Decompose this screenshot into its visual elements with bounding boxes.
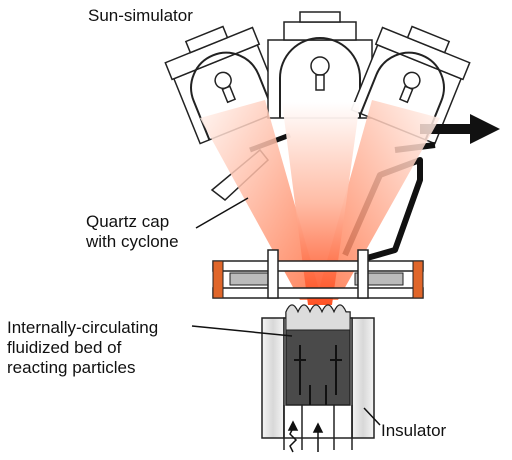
exhaust-arrow-icon xyxy=(420,114,500,144)
lamp-icon xyxy=(310,56,330,76)
leader-insulator xyxy=(363,407,381,426)
upper-flange xyxy=(212,249,424,299)
label-quartz-cap: Quartz cap with cyclone xyxy=(86,212,179,252)
gas-inlet xyxy=(283,405,353,450)
label-quartz-cap-line1: Quartz cap xyxy=(86,212,170,231)
gas-inlet-arrow-icon xyxy=(287,420,324,453)
beam-center xyxy=(282,102,360,305)
beam-left xyxy=(200,100,322,300)
leader-quartz xyxy=(195,197,249,229)
draft-tube xyxy=(294,345,342,405)
label-bed-line2: fluidized bed of xyxy=(7,338,122,357)
insulator-right xyxy=(351,317,375,439)
label-bed-line1: Internally-circulating xyxy=(7,318,159,337)
leader-bed xyxy=(191,325,293,337)
beam-right xyxy=(316,100,440,300)
label-quartz-cap-line2: with cyclone xyxy=(86,232,179,251)
label-bed-line3: reacting particles xyxy=(7,358,136,377)
label-fluidized-bed: Internally-circulating fluidized bed of … xyxy=(7,318,158,378)
label-sun-simulator: Sun-simulator xyxy=(88,6,193,25)
label-insulator: Insulator xyxy=(381,421,447,440)
insulator-left xyxy=(261,317,285,439)
